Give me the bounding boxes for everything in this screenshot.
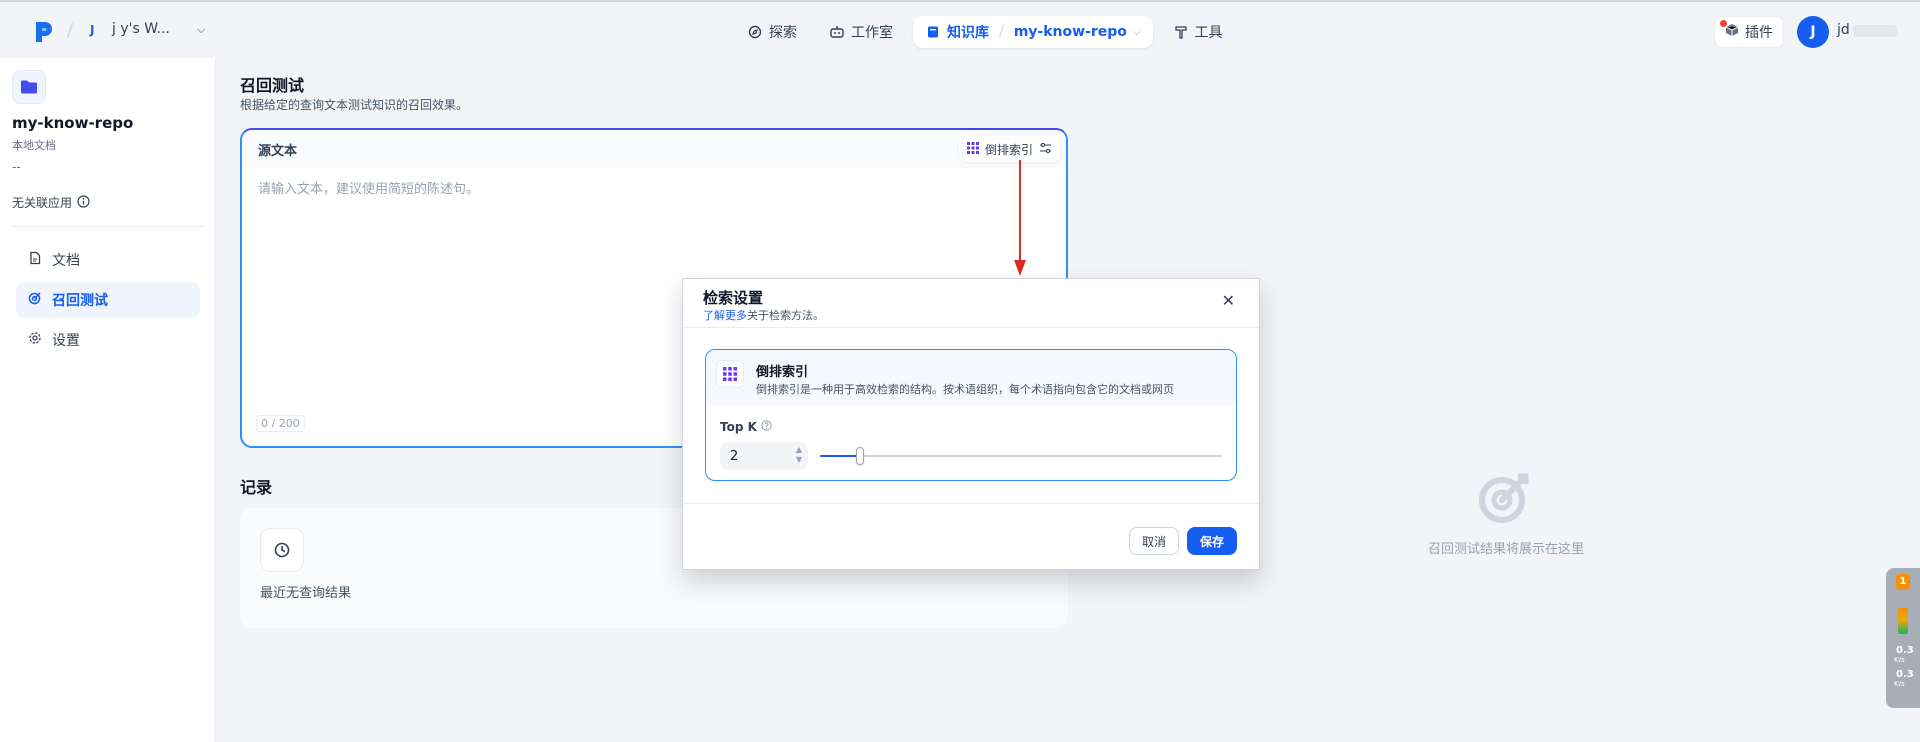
nav-tools-label: 工具 [1194, 25, 1223, 41]
top-bar: / J j y's W... ⌵ 探索 工作室 知识库 / my-know-re… [0, 0, 1920, 58]
upload-rate: 0.3 [1896, 645, 1914, 656]
linked-apps-label: 无关联应用 [12, 196, 73, 210]
sidebar-item-settings[interactable]: 设置 [16, 322, 200, 358]
nav-repo-label[interactable]: my-know-repo [1013, 24, 1127, 40]
nav-explore[interactable]: 探索 [735, 16, 809, 48]
download-unit: K/s [1894, 680, 1905, 688]
retrieval-method-label: 倒排索引 [984, 142, 1033, 157]
method-option-card[interactable]: 倒排索引 倒排索引是一种用于高效检索的结构。按术语组织，每个术语指向包含它的文档… [705, 349, 1237, 481]
sidebar-item-label: 设置 [52, 333, 80, 349]
learn-more-link[interactable]: 了解更多 [703, 309, 747, 322]
topk-slider[interactable] [820, 447, 1222, 465]
workspace-name[interactable]: j y's W... [112, 21, 170, 37]
grid-icon [716, 360, 744, 388]
sidebar-item-documents[interactable]: 文档 [16, 242, 200, 278]
hammer-icon [1173, 24, 1189, 40]
modal-subtitle-text: 关于检索方法。 [747, 309, 824, 322]
topk-slider-fill [820, 455, 860, 457]
nav-separator: / [999, 24, 1004, 40]
nav-studio[interactable]: 工作室 [817, 16, 905, 48]
notification-dot [1720, 20, 1727, 27]
upload-unit: K/s [1894, 656, 1905, 664]
info-icon[interactable] [77, 194, 90, 211]
sliders-icon [1039, 142, 1052, 157]
cube-icon [1725, 23, 1739, 41]
grid-icon [966, 141, 979, 157]
folder-icon [12, 70, 46, 104]
gear-icon [28, 331, 42, 349]
retrieval-settings-modal: 检索设置 了解更多关于检索方法。 ✕ 倒排索引 倒排索引是一种用于高效检索的结构… [682, 278, 1260, 570]
target-icon [1479, 473, 1529, 523]
results-empty-text: 召回测试结果将展示在这里 [1428, 542, 1585, 557]
shield-icon: 1 [1896, 574, 1910, 590]
workspace-avatar[interactable]: J [90, 23, 95, 37]
annotation-arrow-icon [1014, 160, 1026, 276]
cancel-button[interactable]: 取消 [1129, 527, 1179, 555]
compass-icon [747, 24, 763, 40]
page-description: 根据给定的查询文本测试知识的召回效果。 [240, 98, 469, 112]
source-text-title: 源文本 [258, 143, 298, 159]
stepper-arrows-icon[interactable]: ▲▼ [795, 445, 802, 464]
method-option-name: 倒排索引 [756, 365, 809, 380]
method-option-description: 倒排索引是一种用于高效检索的结构。按术语组织，每个术语指向包含它的文档或网页 [756, 383, 1174, 396]
robot-icon [829, 24, 845, 40]
modal-title: 检索设置 [703, 289, 764, 307]
nav-tools[interactable]: 工具 [1161, 16, 1235, 48]
sidebar: my-know-repo 本地文档 -- 无关联应用 文档 召回测试 设置 [0, 58, 216, 742]
history-icon [260, 528, 304, 572]
repo-name: my-know-repo [12, 114, 134, 132]
app-logo[interactable] [34, 20, 54, 44]
modal-subtitle: 了解更多关于检索方法。 [703, 307, 824, 323]
nav-explore-label: 探索 [769, 25, 797, 41]
download-rate: 0.3 [1896, 669, 1914, 680]
usage-bar [1898, 608, 1908, 634]
sidebar-item-label: 文档 [52, 253, 80, 269]
help-icon[interactable] [761, 420, 772, 434]
records-title: 记录 [240, 478, 273, 497]
linked-apps[interactable]: 无关联应用 [12, 194, 90, 211]
topk-label-text: Top K [720, 420, 757, 434]
nav-knowledge-label: 知识库 [947, 25, 989, 41]
main-nav: 探索 工作室 知识库 / my-know-repo ⌵ 工具 [735, 16, 1235, 48]
target-icon [28, 291, 42, 309]
topk-value: 2 [730, 448, 739, 464]
retrieval-method-button[interactable]: 倒排索引 [958, 136, 1060, 162]
method-option-header: 倒排索引 倒排索引是一种用于高效检索的结构。按术语组织，每个术语指向包含它的文档… [706, 350, 1236, 405]
user-avatar[interactable]: J [1797, 16, 1829, 48]
repo-description: -- [12, 160, 21, 174]
network-monitor-widget[interactable]: 1 0.3 K/s 0.3 K/s [1886, 568, 1920, 708]
breadcrumb-separator: / [67, 20, 74, 41]
nav-studio-label: 工作室 [851, 25, 893, 41]
chevron-down-icon[interactable]: ⌵ [197, 23, 206, 36]
nav-knowledge[interactable]: 知识库 / my-know-repo ⌵ [913, 16, 1153, 48]
modal-divider [683, 327, 1259, 328]
sidebar-item-label: 召回测试 [52, 293, 108, 309]
page-title: 召回测试 [240, 76, 305, 95]
repo-type: 本地文档 [12, 139, 56, 152]
records-empty-text: 最近无查询结果 [260, 586, 352, 601]
topk-number-input[interactable]: 2 ▲▼ [720, 442, 808, 470]
plugins-label: 插件 [1745, 25, 1773, 41]
user-name-redacted [1853, 25, 1897, 37]
sidebar-divider [12, 226, 204, 227]
topk-slider-thumb[interactable] [856, 447, 864, 465]
chevron-down-icon[interactable]: ⌵ [1132, 26, 1141, 38]
plugins-button[interactable]: 插件 [1714, 16, 1784, 48]
user-name[interactable]: jd [1837, 22, 1850, 38]
source-text-input[interactable]: 请输入文本，建议使用简短的陈述句。 [258, 182, 480, 197]
close-icon[interactable]: ✕ [1221, 291, 1235, 310]
document-icon [28, 251, 42, 269]
sidebar-menu: 文档 召回测试 设置 [16, 242, 200, 362]
save-button[interactable]: 保存 [1187, 527, 1237, 555]
character-count: 0 / 200 [256, 415, 305, 432]
topk-label: Top K [720, 420, 772, 434]
sidebar-item-recall-test[interactable]: 召回测试 [16, 282, 200, 318]
source-text-header: 源文本 倒排索引 [242, 130, 1066, 168]
book-icon [925, 24, 941, 40]
modal-divider [683, 503, 1259, 504]
